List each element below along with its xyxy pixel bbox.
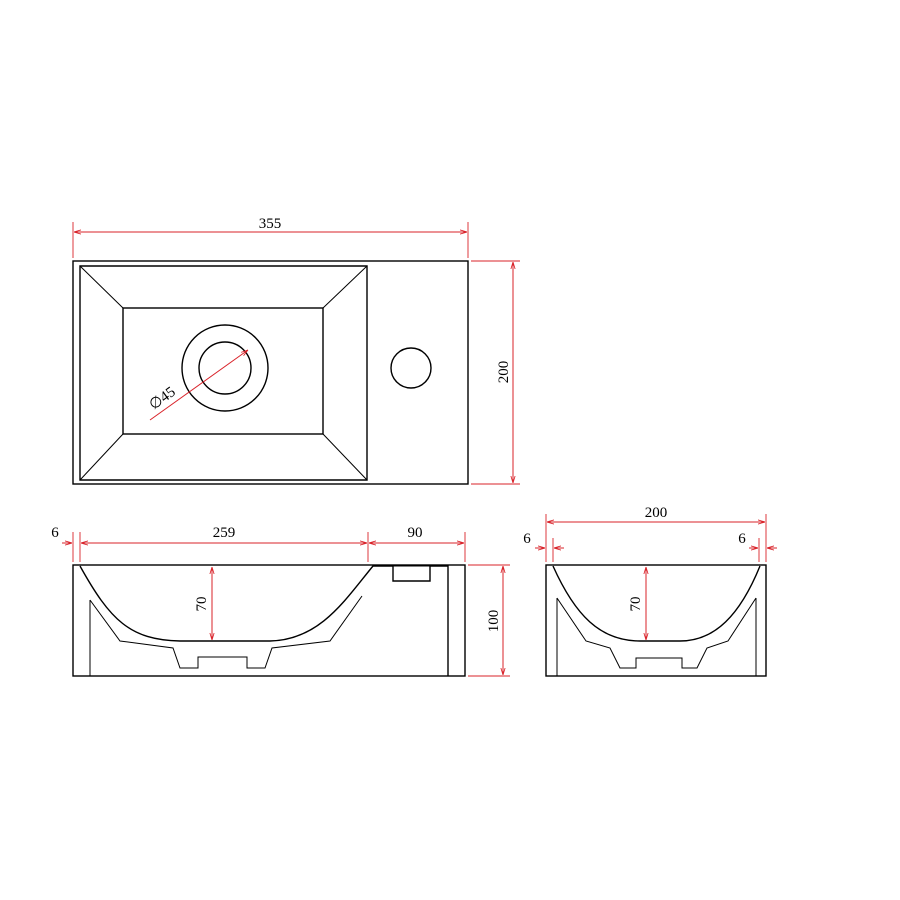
dim-front-widths: 6 259 90 [51,525,466,562]
label-side-width: 200 [645,505,668,521]
label-side-left-rim: 6 [523,531,531,547]
dim-drain-diameter: ∅45 [147,350,248,421]
dim-side-rims: 6 6 [523,531,777,562]
side-bowl-profile [552,565,761,642]
tap-deck-cutout [392,565,431,582]
top-view-outline [72,260,469,485]
label-top-height: 200 [496,361,512,384]
front-bowl-profile [79,565,449,676]
dim-side-bowl-depth: 70 [628,567,646,640]
label-front-height: 100 [486,610,502,633]
label-front-bowl-width: 259 [213,525,236,541]
dim-front-bowl-depth: 70 [194,567,212,640]
drain-hole [198,341,252,395]
label-front-left-rim: 6 [51,525,59,541]
dim-side-width: 200 [545,505,767,562]
bowl-inner-floor [122,307,324,435]
side-section-view [545,564,767,677]
label-front-bowl-depth: 70 [194,597,210,612]
front-section-view [72,564,466,677]
dim-top-height: 200 [471,260,520,485]
label-top-width: 355 [259,216,282,232]
side-section-outline [545,564,767,677]
front-section-outline [72,564,466,677]
dim-top-width: 355 [72,216,469,258]
top-view [72,260,469,485]
tap-hole [390,347,432,389]
dim-front-height: 100 [468,564,510,677]
label-front-deck-width: 90 [408,525,423,541]
label-side-right-rim: 6 [738,531,746,547]
side-inner-wall [556,597,757,669]
label-side-bowl-depth: 70 [628,597,644,612]
label-drain-diameter: ∅45 [147,384,179,413]
front-inner-wall [89,595,363,669]
drain-outer-ring [181,324,269,412]
